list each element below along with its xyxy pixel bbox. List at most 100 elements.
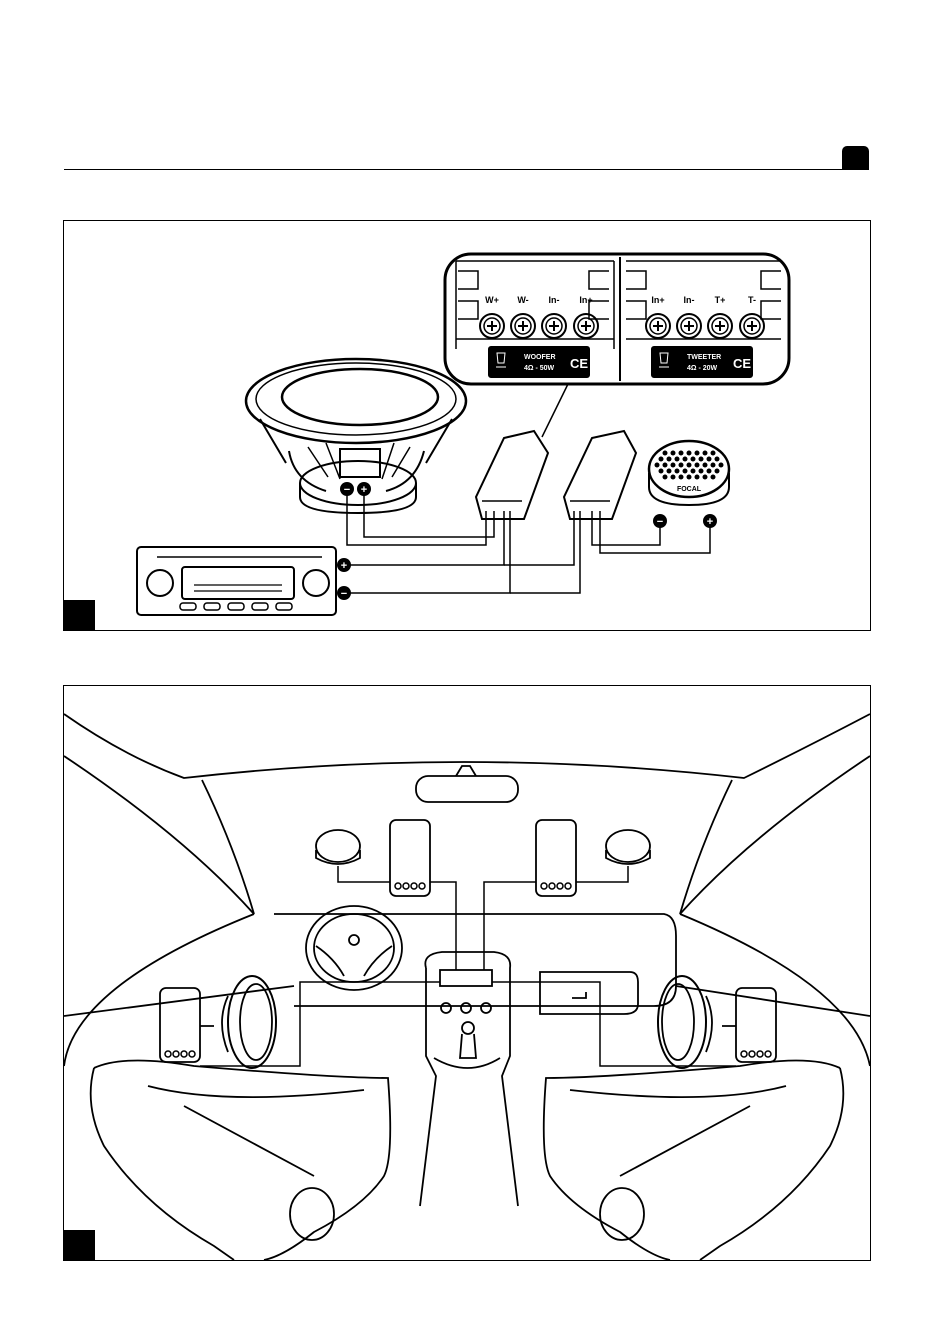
- grille-hole: [707, 469, 712, 474]
- passenger-seat: [544, 1060, 844, 1260]
- crossover-terminal: [181, 1051, 187, 1057]
- grille-hole: [659, 457, 664, 462]
- grille-hole: [663, 475, 668, 480]
- tweeter-plate-name: TWEETER: [687, 354, 721, 361]
- header-rule: [64, 169, 869, 170]
- crossover-terminal: [395, 883, 401, 889]
- polarity-minus: −: [344, 484, 350, 496]
- grille-hole: [711, 451, 716, 456]
- crossover-terminal: [165, 1051, 171, 1057]
- rearview-mirror: [416, 776, 518, 802]
- grille-hole: [687, 475, 692, 480]
- head-unit-slot: [440, 970, 492, 986]
- crossover-terminal: [565, 883, 571, 889]
- crossover-terminal: [403, 883, 409, 889]
- wiring-diagram: − + + − − + W+ W- In- In+ In+ In- T+ T- …: [64, 221, 870, 630]
- woofer-speaker: [246, 359, 466, 513]
- terminal-label: W+: [485, 295, 499, 305]
- roof-line: [64, 714, 870, 778]
- grille-hole: [707, 457, 712, 462]
- crossover-terminal: [549, 883, 555, 889]
- grille-hole: [703, 475, 708, 480]
- tweeter-plate-spec: 4Ω - 20W: [687, 365, 718, 372]
- car-interior-diagram: [64, 686, 870, 1260]
- polarity-plus: +: [361, 484, 367, 496]
- terminal-slot: [747, 321, 757, 331]
- head-unit: [137, 547, 336, 615]
- terminal-slot: [715, 321, 725, 331]
- crossover-terminal: [749, 1051, 755, 1057]
- dashboard: [274, 914, 676, 1006]
- ce-mark-icon: CE: [733, 356, 751, 371]
- grille-hole: [663, 451, 668, 456]
- tweeter-grille: [655, 451, 724, 480]
- polarity-plus: +: [341, 560, 347, 572]
- polarity-minus: −: [341, 588, 347, 600]
- grille-hole: [695, 463, 700, 468]
- terminal-slot: [487, 321, 497, 331]
- grille-hole: [695, 451, 700, 456]
- driver-seat: [91, 1060, 391, 1260]
- terminal-label: T+: [715, 295, 726, 305]
- crossover-terminal: [419, 883, 425, 889]
- glovebox: [540, 972, 638, 1014]
- terminal-label: In+: [579, 295, 592, 305]
- grille-hole: [663, 463, 668, 468]
- grille-hole: [703, 451, 708, 456]
- grille-hole: [671, 475, 676, 480]
- terminal-slot: [684, 321, 694, 331]
- grille-hole: [683, 457, 688, 462]
- steering-wheel: [306, 906, 402, 990]
- grille-hole: [675, 469, 680, 474]
- car-wiring: [200, 866, 736, 1066]
- woofer-plate-spec: 4Ω - 50W: [524, 365, 555, 372]
- car-installation-panel: [63, 685, 871, 1261]
- terminal-slot: [653, 321, 663, 331]
- polarity-minus: −: [657, 516, 663, 528]
- figure-tab-2: [64, 1230, 95, 1260]
- crossover-terminal: [557, 883, 563, 889]
- grille-hole: [699, 469, 704, 474]
- grille-hole: [711, 463, 716, 468]
- grille-hole: [703, 463, 708, 468]
- grille-hole: [687, 451, 692, 456]
- grille-hole: [679, 451, 684, 456]
- woofer-plate-name: WOOFER: [524, 354, 556, 361]
- polarity-plus: +: [707, 516, 713, 528]
- page-number-badge: [842, 146, 869, 170]
- crossover-terminal: [541, 883, 547, 889]
- grille-hole: [679, 463, 684, 468]
- grille-hole: [719, 463, 724, 468]
- grille-hole: [683, 469, 688, 474]
- grille-hole: [715, 457, 720, 462]
- crossover-terminal: [741, 1051, 747, 1057]
- center-console: [420, 952, 518, 1206]
- grille-hole: [699, 457, 704, 462]
- figure-tab-1: [64, 600, 95, 630]
- grille-hole: [679, 475, 684, 480]
- grille-hole: [687, 463, 692, 468]
- terminal-label: T-: [748, 295, 756, 305]
- terminal-slot: [581, 321, 591, 331]
- terminal-label: In+: [651, 295, 664, 305]
- speaker-wiring: [342, 493, 710, 593]
- terminal-label: W-: [517, 295, 528, 305]
- wiring-diagram-panel: − + + − − + W+ W- In- In+ In+ In- T+ T- …: [63, 220, 871, 631]
- woofer-crossover: [476, 431, 548, 519]
- crossover-terminal: [189, 1051, 195, 1057]
- crossover-terminal: [173, 1051, 179, 1057]
- left-dash-tweeter: [316, 830, 360, 864]
- grille-hole: [675, 457, 680, 462]
- terminal-slot: [549, 321, 559, 331]
- terminal-label: In-: [549, 295, 560, 305]
- grille-hole: [711, 475, 716, 480]
- grille-hole: [715, 469, 720, 474]
- grille-hole: [667, 469, 672, 474]
- right-dash-tweeter: [606, 830, 650, 864]
- grille-hole: [667, 457, 672, 462]
- grille-hole: [691, 469, 696, 474]
- terminal-label: In-: [684, 295, 695, 305]
- focal-brand: FOCAL: [677, 486, 702, 493]
- grille-hole: [671, 463, 676, 468]
- grille-hole: [695, 475, 700, 480]
